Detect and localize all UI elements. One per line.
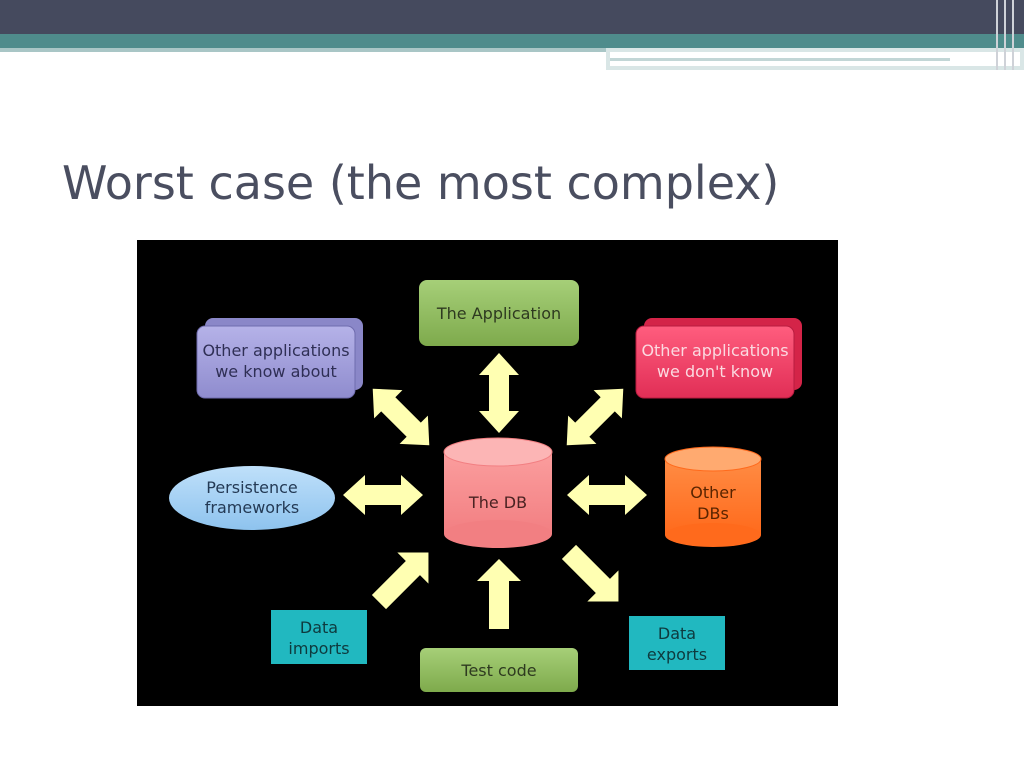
node-known-apps: Other applications we know about	[196, 318, 363, 399]
node-data-exports-line1: Data	[658, 624, 696, 643]
node-persistence-line1: Persistence	[206, 478, 298, 497]
arrow-data-imports	[371, 552, 429, 610]
node-other-dbs-line2: DBs	[697, 504, 729, 523]
node-known-apps-line1: Other applications	[202, 341, 349, 360]
arrow-data-exports	[561, 544, 619, 602]
node-unknown-apps-line1: Other applications	[641, 341, 788, 360]
node-known-apps-line2: we know about	[215, 362, 337, 381]
node-data-exports: Data exports	[629, 616, 725, 670]
slide-title: Worst case (the most complex)	[62, 156, 780, 210]
node-data-imports-line1: Data	[300, 618, 338, 637]
arrow-application	[479, 353, 519, 433]
node-data-imports-line2: imports	[288, 639, 349, 658]
arrow-test-code	[477, 559, 521, 629]
node-persistence: Persistence frameworks	[169, 466, 335, 530]
node-unknown-apps: Other applications we don't know	[635, 318, 802, 399]
node-other-dbs-line1: Other	[690, 483, 736, 502]
node-test-code-label: Test code	[460, 661, 536, 680]
arrows	[343, 353, 647, 629]
node-data-imports: Data imports	[271, 610, 367, 664]
diagram: The Application Other applications we kn…	[137, 240, 838, 706]
node-other-dbs: Other DBs	[664, 446, 762, 547]
node-test-code: Test code	[420, 648, 578, 692]
node-application: The Application	[419, 280, 579, 346]
arrow-known-apps	[372, 388, 430, 446]
node-db-label: The DB	[468, 493, 527, 512]
arrow-unknown-apps	[566, 388, 624, 446]
node-data-exports-line2: exports	[647, 645, 707, 664]
arrow-other-dbs	[567, 475, 647, 515]
diagram-canvas: The Application Other applications we kn…	[169, 280, 802, 692]
node-db: The DB	[443, 437, 553, 548]
node-application-label: The Application	[436, 304, 561, 323]
node-persistence-line2: frameworks	[205, 498, 300, 517]
node-unknown-apps-line2: we don't know	[657, 362, 773, 381]
header-decoration	[0, 0, 1024, 70]
arrow-persistence	[343, 475, 423, 515]
